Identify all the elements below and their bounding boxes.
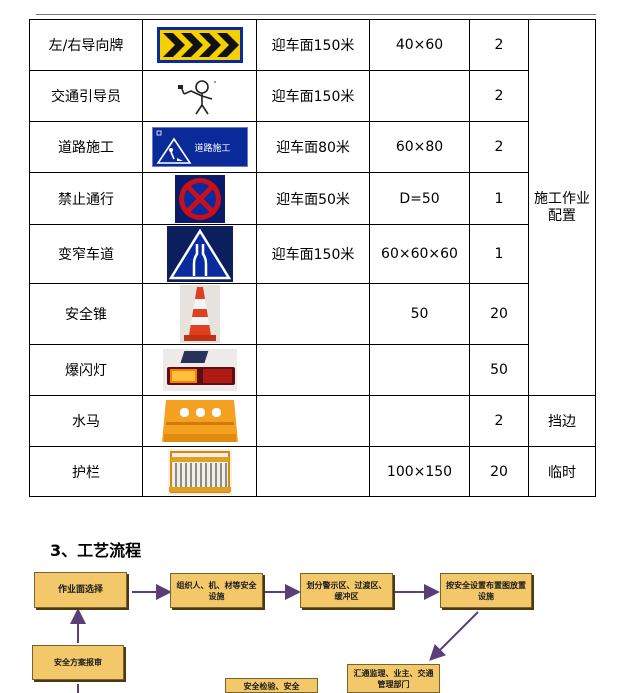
placement: [256, 446, 370, 497]
flow-step-5: 安全方案报审: [32, 645, 124, 680]
remark: 挡边: [528, 395, 596, 447]
size: 100×150: [369, 446, 470, 497]
sign-image-cell: [142, 395, 257, 447]
flow-step-1: 作业面选择: [34, 572, 127, 608]
water-barrier-icon: [161, 400, 238, 442]
item-name: 道路施工: [29, 121, 143, 173]
size: [369, 395, 470, 447]
table-row: 护栏 10: [29, 446, 596, 497]
size: 40×60: [369, 19, 470, 71]
sign-image-cell: [142, 344, 257, 396]
table-row: 交通引导员 迎车面150米: [29, 70, 596, 122]
item-name: 变窄车道: [29, 224, 143, 284]
traffic-guide-person-icon: [177, 80, 216, 115]
size: [369, 70, 470, 122]
quantity: 20: [469, 283, 529, 345]
flow-step-3: 划分警示区、过渡区、缓冲区: [300, 573, 393, 608]
size: D=50: [369, 172, 470, 225]
table-row: 水马 2 挡边: [29, 395, 596, 447]
safety-equipment-table: 左/右导向牌 迎车面150米 40×60 2 施工作业配置 交通引导员: [29, 19, 596, 497]
sign-image-cell: [142, 283, 257, 345]
guardrail-icon: [167, 448, 232, 495]
page-top-rule: [36, 14, 596, 15]
remark: 临时: [528, 446, 596, 497]
flow-step-6: 汇通监理、业主、交通管理部门: [347, 664, 440, 693]
traffic-cone-icon: [179, 285, 220, 343]
worker-triangle-icon: [156, 130, 191, 164]
flow-step-4: 按安全设置布置图放置设施: [440, 573, 532, 608]
sign-image-cell: [142, 446, 257, 497]
item-name: 交通引导员: [29, 70, 143, 122]
item-name: 禁止通行: [29, 172, 143, 225]
quantity: 2: [469, 70, 529, 122]
sign-label: 道路施工: [194, 144, 231, 154]
size: 50: [369, 283, 470, 345]
item-name: 护栏: [29, 446, 143, 497]
section-heading: 3、工艺流程: [50, 541, 142, 560]
sign-image-cell: [142, 172, 257, 225]
placement: 迎车面150米: [256, 19, 370, 71]
quantity: 1: [469, 172, 529, 225]
size: 60×60×60: [369, 224, 470, 284]
remark: 施工作业配置: [528, 19, 596, 396]
sign-image-cell: [142, 19, 257, 71]
lane-narrow-sign-icon: [166, 226, 233, 282]
flow-step-7: 安全检验、安全: [225, 678, 318, 693]
chevron-guide-sign-icon: [156, 27, 243, 63]
sign-image-cell: 道路施工: [142, 121, 257, 173]
sign-image-cell: [142, 224, 257, 284]
placement: 迎车面50米: [256, 172, 370, 225]
road-work-sign-icon: 道路施工: [151, 127, 248, 167]
table-row: 安全锥 50 20: [29, 283, 596, 345]
item-name: 左/右导向牌: [29, 19, 143, 71]
item-name: 水马: [29, 395, 143, 447]
table-row: 变窄车道 迎车面150米 60×60×60 1: [29, 224, 596, 284]
table-row: 禁止通行 迎车面50米 D=50 1: [29, 172, 596, 225]
table-row: 道路施工 道路施工 迎车面80米 60×80 2: [29, 121, 596, 173]
size: 60×80: [369, 121, 470, 173]
placement: [256, 283, 370, 345]
quantity: 2: [469, 121, 529, 173]
flow-arrow: [429, 611, 479, 661]
quantity: 2: [469, 395, 529, 447]
placement: [256, 395, 370, 447]
sign-image-cell: [142, 70, 257, 122]
flow-step-2: 组织人、机、材等安全设施: [170, 573, 263, 608]
placement: 迎车面150米: [256, 70, 370, 122]
flash-light-icon: [162, 349, 237, 391]
placement: 迎车面80米: [256, 121, 370, 173]
table-row: 左/右导向牌 迎车面150米 40×60 2 施工作业配置: [29, 19, 596, 396]
no-entry-sign-icon: [174, 174, 225, 223]
